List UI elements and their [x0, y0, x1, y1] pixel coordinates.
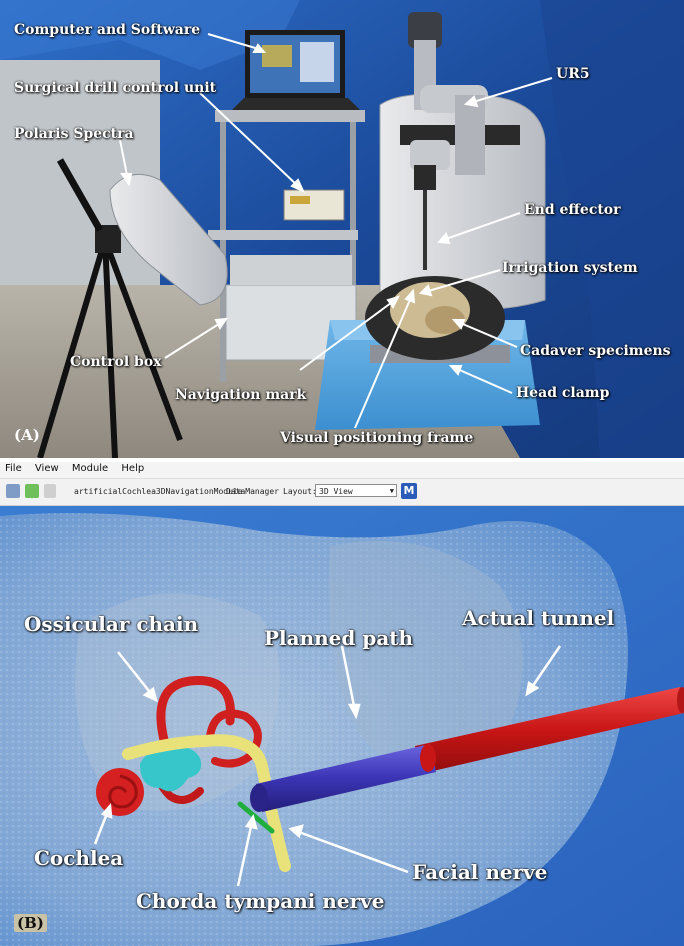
label-head-clamp: Head clamp: [516, 385, 610, 401]
actual-tunnel-model: [415, 687, 684, 774]
ossicular-chain-model: [140, 747, 202, 792]
layout-select-value: 3D View: [319, 487, 353, 496]
planned-path-model: [256, 744, 436, 812]
chevron-down-icon: ▼: [389, 487, 394, 495]
label-polaris-spectra: Polaris Spectra: [14, 126, 134, 142]
leader-frame: [354, 294, 413, 429]
menu-view[interactable]: View: [34, 463, 59, 474]
label-cadaver-specimens: Cadaver specimens: [520, 343, 671, 359]
label-end-effector: End effector: [524, 202, 621, 218]
facial-nerve-model: [122, 734, 291, 872]
setup-photo-panel: (A) Computer and Softwa: [0, 0, 684, 458]
navigation-software-panel: File View Module Help artificialCochlea3…: [0, 462, 684, 946]
arrow-facial-nerve: [295, 829, 409, 874]
panel-a-leader-lines: [119, 33, 553, 429]
leader-end-effector: [442, 212, 521, 241]
leader-cadaver: [457, 321, 518, 348]
3d-scene: [0, 506, 684, 946]
layout-select[interactable]: 3D View ▼: [315, 484, 397, 497]
menu-bar: File View Module Help: [0, 462, 684, 479]
leader-computer: [207, 33, 263, 51]
m-button[interactable]: M: [401, 483, 417, 499]
setup-photo-illustration: [0, 0, 684, 458]
label-surgical-drill-control-unit: Surgical drill control unit: [14, 80, 217, 96]
label-chorda-tympani-nerve: Chorda tympani nerve: [136, 889, 385, 913]
label-control-box: Control box: [70, 354, 162, 370]
label-ur5: UR5: [556, 66, 590, 82]
panel-b-leader-lines: [93, 645, 562, 887]
menu-help[interactable]: Help: [121, 463, 145, 474]
label-irrigation-system: Irrigation system: [502, 260, 638, 276]
semicircular-canals: [156, 676, 235, 749]
load-data-icon[interactable]: [6, 484, 20, 498]
label-actual-tunnel: Actual tunnel: [462, 606, 615, 630]
label-navigation-mark: Navigation mark: [175, 387, 307, 403]
module-name[interactable]: artificialCochlea3DNavigationModule: [74, 487, 243, 496]
arrow-ossicular-chain: [117, 651, 154, 697]
chorda-tympani-model: [237, 801, 275, 834]
label-visual-positioning-frame: Visual positioning frame: [280, 430, 474, 446]
arrow-chorda-tympani: [236, 821, 254, 887]
data-manager-button[interactable]: DataManager: [226, 487, 279, 496]
label-planned-path: Planned path: [264, 626, 414, 650]
module-history-icon[interactable]: [44, 484, 56, 498]
menu-module[interactable]: Module: [71, 463, 109, 474]
leader-ur5: [469, 77, 553, 104]
panel-b-tag: (B): [14, 914, 47, 932]
arrow-cochlea: [93, 810, 110, 845]
leader-control-box: [164, 321, 223, 359]
arrow-actual-tunnel: [528, 645, 562, 691]
module-select-icon[interactable]: [25, 484, 39, 498]
3d-view[interactable]: Ossicular chain Planned path Actual tunn…: [0, 506, 684, 946]
panel-a-tag: (A): [14, 426, 40, 444]
menu-file[interactable]: File: [5, 463, 22, 474]
toolbar: artificialCochlea3DNavigationModule Data…: [0, 479, 684, 506]
leader-head-clamp: [454, 367, 513, 394]
layout-label: Layout:: [283, 487, 317, 496]
label-facial-nerve: Facial nerve: [412, 860, 548, 884]
label-ossicular-chain: Ossicular chain: [24, 612, 199, 636]
leader-drill: [199, 92, 301, 189]
label-computer-and-software: Computer and Software: [14, 22, 201, 38]
arrow-planned-path: [340, 645, 357, 712]
label-cochlea: Cochlea: [34, 846, 124, 870]
leader-irrigation: [424, 269, 501, 293]
leader-nav-mark: [299, 299, 396, 371]
